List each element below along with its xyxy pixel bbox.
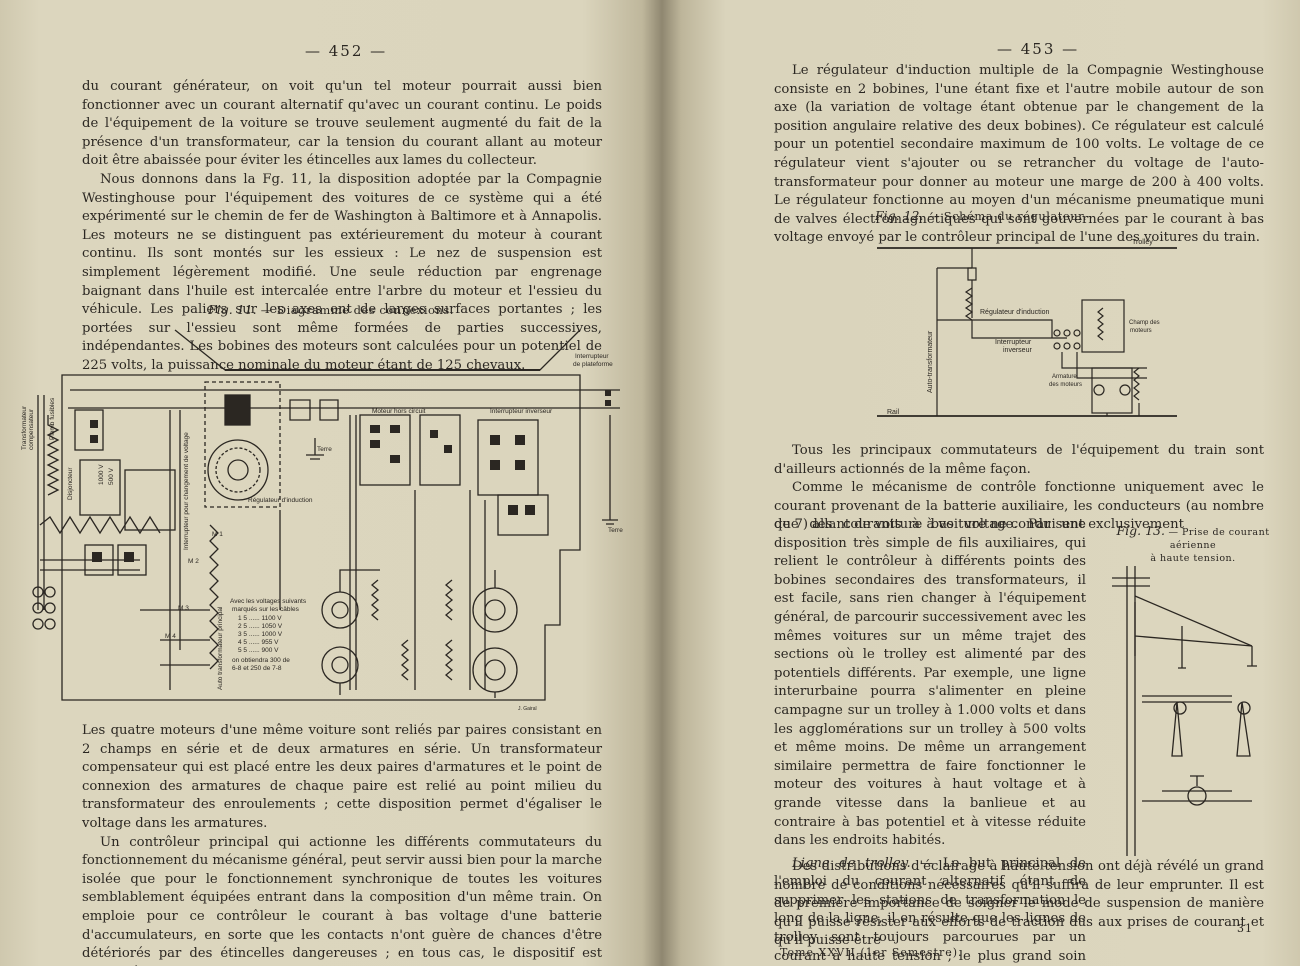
left-paragraph-1: du courant générateur, on voit qu'un tel… [82, 79, 602, 169]
right-paragraph-1: Le régulateur d'induction multiple de la… [774, 63, 1264, 246]
fig11-caption: Fig. 11. — Diagramme des connexions. [0, 302, 662, 317]
fig11-engraver: J. Gairal [518, 706, 537, 712]
right-page: — 453 — Le régulateur d'induction multip… [662, 0, 1300, 966]
fig11-label-m3: M 3 [178, 605, 189, 612]
fig11-label-moteur-hors-circuit: Moteur hors circuit [372, 408, 426, 415]
fig12-label-moteurs: moteurs [1130, 328, 1152, 334]
fig11-label-regulateur: Régulateur d'induction [248, 497, 313, 504]
fig11-label-interrupteur: Interrupteur [575, 353, 609, 360]
fig11-label-1000v: 1000 V [98, 464, 105, 485]
fig11-label-compensateur: compensateur [28, 408, 35, 450]
right-paragraph-3a: Comme le mécanisme de contrôle fonctionn… [774, 480, 1264, 533]
fig11-table-row-2: 2 5 ...... 1050 V [238, 623, 283, 630]
fig12-regulator-diagram: Trolley Auto-transformateur Régulateur d… [877, 239, 1177, 417]
fig11-label-m1: M 1 [212, 531, 223, 538]
fig11-label-terre-2: Terre [608, 527, 623, 534]
fig13-label: Fig. 13. [1116, 523, 1165, 538]
fig11-table-title-1: Avec les voltages suivants [230, 598, 307, 605]
fig11-table-title-2: marqués sur les câbles [232, 606, 300, 613]
fig11-table-row-4: 4 5 ...... 955 V [238, 639, 279, 646]
fig12-label-champ: Champ des [1129, 320, 1160, 326]
trolley-line-text: — Le but principal de l'emploi du couran… [774, 855, 1086, 964]
right-paragraph-3b: que des courants à bas voltage. Par une … [774, 517, 1086, 849]
fig12-label: Fig. 12. [874, 208, 924, 223]
right-text-top: Le régulateur d'induction multiple de la… [774, 62, 1264, 248]
fig11-title: — Diagramme des connexions. [260, 303, 454, 317]
right-page-number: — 453 — [997, 40, 1080, 58]
signature-mark: 31 [1237, 922, 1253, 935]
right-text-column: que des courants à bas voltage. Par une … [774, 516, 1086, 966]
right-paragraph-2: Tous les principaux commutateurs de l'éq… [774, 443, 1264, 477]
fig11-label-terre-1: Terre [317, 446, 332, 453]
fig11-label-transformateur: Transformateur [21, 405, 28, 450]
fig12-caption: Fig. 12. — Schéma du régulateur. [662, 208, 1300, 223]
right-text-bottom: Des distributions d'éclairage à haute te… [774, 858, 1264, 951]
right-paragraph-4: Ligne de trolley. — Le but principal de … [774, 855, 1086, 966]
left-paragraph-3: Les quatre moteurs d'une même voiture so… [82, 723, 602, 831]
fig12-label-des-moteurs: des moteurs [1049, 382, 1082, 388]
fig11-table-row-7: 6-8 et 250 de 7-8 [232, 665, 282, 672]
fig11-table-row-5: 5 5 ...... 900 V [238, 647, 279, 654]
fig11-table-row-3: 3 5 ...... 1000 V [238, 631, 283, 638]
fig12-label-trolley: Trolley [1132, 239, 1153, 246]
fig12-label-regulateur: Régulateur d'induction [980, 309, 1050, 316]
fig11-table-row-6: on obtiendra 300 de [232, 657, 290, 664]
fig11-label-m4: M 4 [165, 633, 176, 640]
left-paragraph-4: Un contrôleur principal qui actionne les… [82, 834, 602, 966]
fig11-label-changement: Interrupteur pour changement de voltage [183, 432, 190, 550]
fig13-title-2: à haute tension. [1150, 553, 1236, 564]
right-paragraph-5: Des distributions d'éclairage à haute te… [774, 859, 1264, 949]
fig11-label-auto-transformateur: Auto transformateur principal [217, 606, 224, 690]
fig11-label-inverseur: Interrupteur inverseur [490, 408, 553, 415]
fig11-wiring-diagram: Interrupteur de plateforme Transformateu… [21, 329, 623, 712]
fig13-title: — Prise de courant aérienne [1168, 527, 1270, 551]
fig12-label-armature: Armature [1052, 374, 1077, 380]
left-text-bottom: Les quatre moteurs d'une même voiture so… [82, 722, 602, 966]
left-text-top: du courant générateur, on voit qu'un tel… [82, 78, 602, 376]
fig12-title: — Schéma du régulateur. [927, 209, 1087, 223]
fig12-label-inverseur: inverseur [1003, 347, 1032, 354]
left-paragraph-2: Nous donnons dans la Fg. 11, la disposit… [82, 171, 602, 373]
fig11-label: Fig. 11. [208, 302, 257, 317]
fig13-caption: Fig. 13. — Prise de courant aérienne à h… [1098, 524, 1288, 565]
fig11-label-m2: M 2 [188, 558, 199, 565]
fig12-label-interrupteur: Interrupteur [995, 339, 1032, 346]
fig12-label-auto-transformateur: Auto-transformateur [927, 330, 934, 393]
fig11-label-500v: 500 V [108, 467, 115, 485]
fig11-table-row-1: 1 5 ...... 1100 V [238, 615, 282, 622]
trolley-line-heading: Ligne de trolley. [792, 855, 911, 871]
fig11-label-disjoncteur: Disjoncteur [67, 467, 74, 500]
fig11-label-plateforme: de plateforme [573, 361, 613, 368]
fig13-overhead-collector [1112, 566, 1257, 856]
right-text-middle: Tous les principaux commutateurs de l'éq… [774, 442, 1264, 535]
fig11-label-fusible: Plomb fusibles [49, 397, 56, 440]
fig12-label-rail: Rail [887, 409, 900, 416]
left-page-number: — 452 — [305, 42, 388, 60]
volume-footer: Tome XXVII (1er Semestre). [780, 946, 963, 959]
left-page: — 452 — du courant générateur, on voit q… [0, 0, 662, 966]
